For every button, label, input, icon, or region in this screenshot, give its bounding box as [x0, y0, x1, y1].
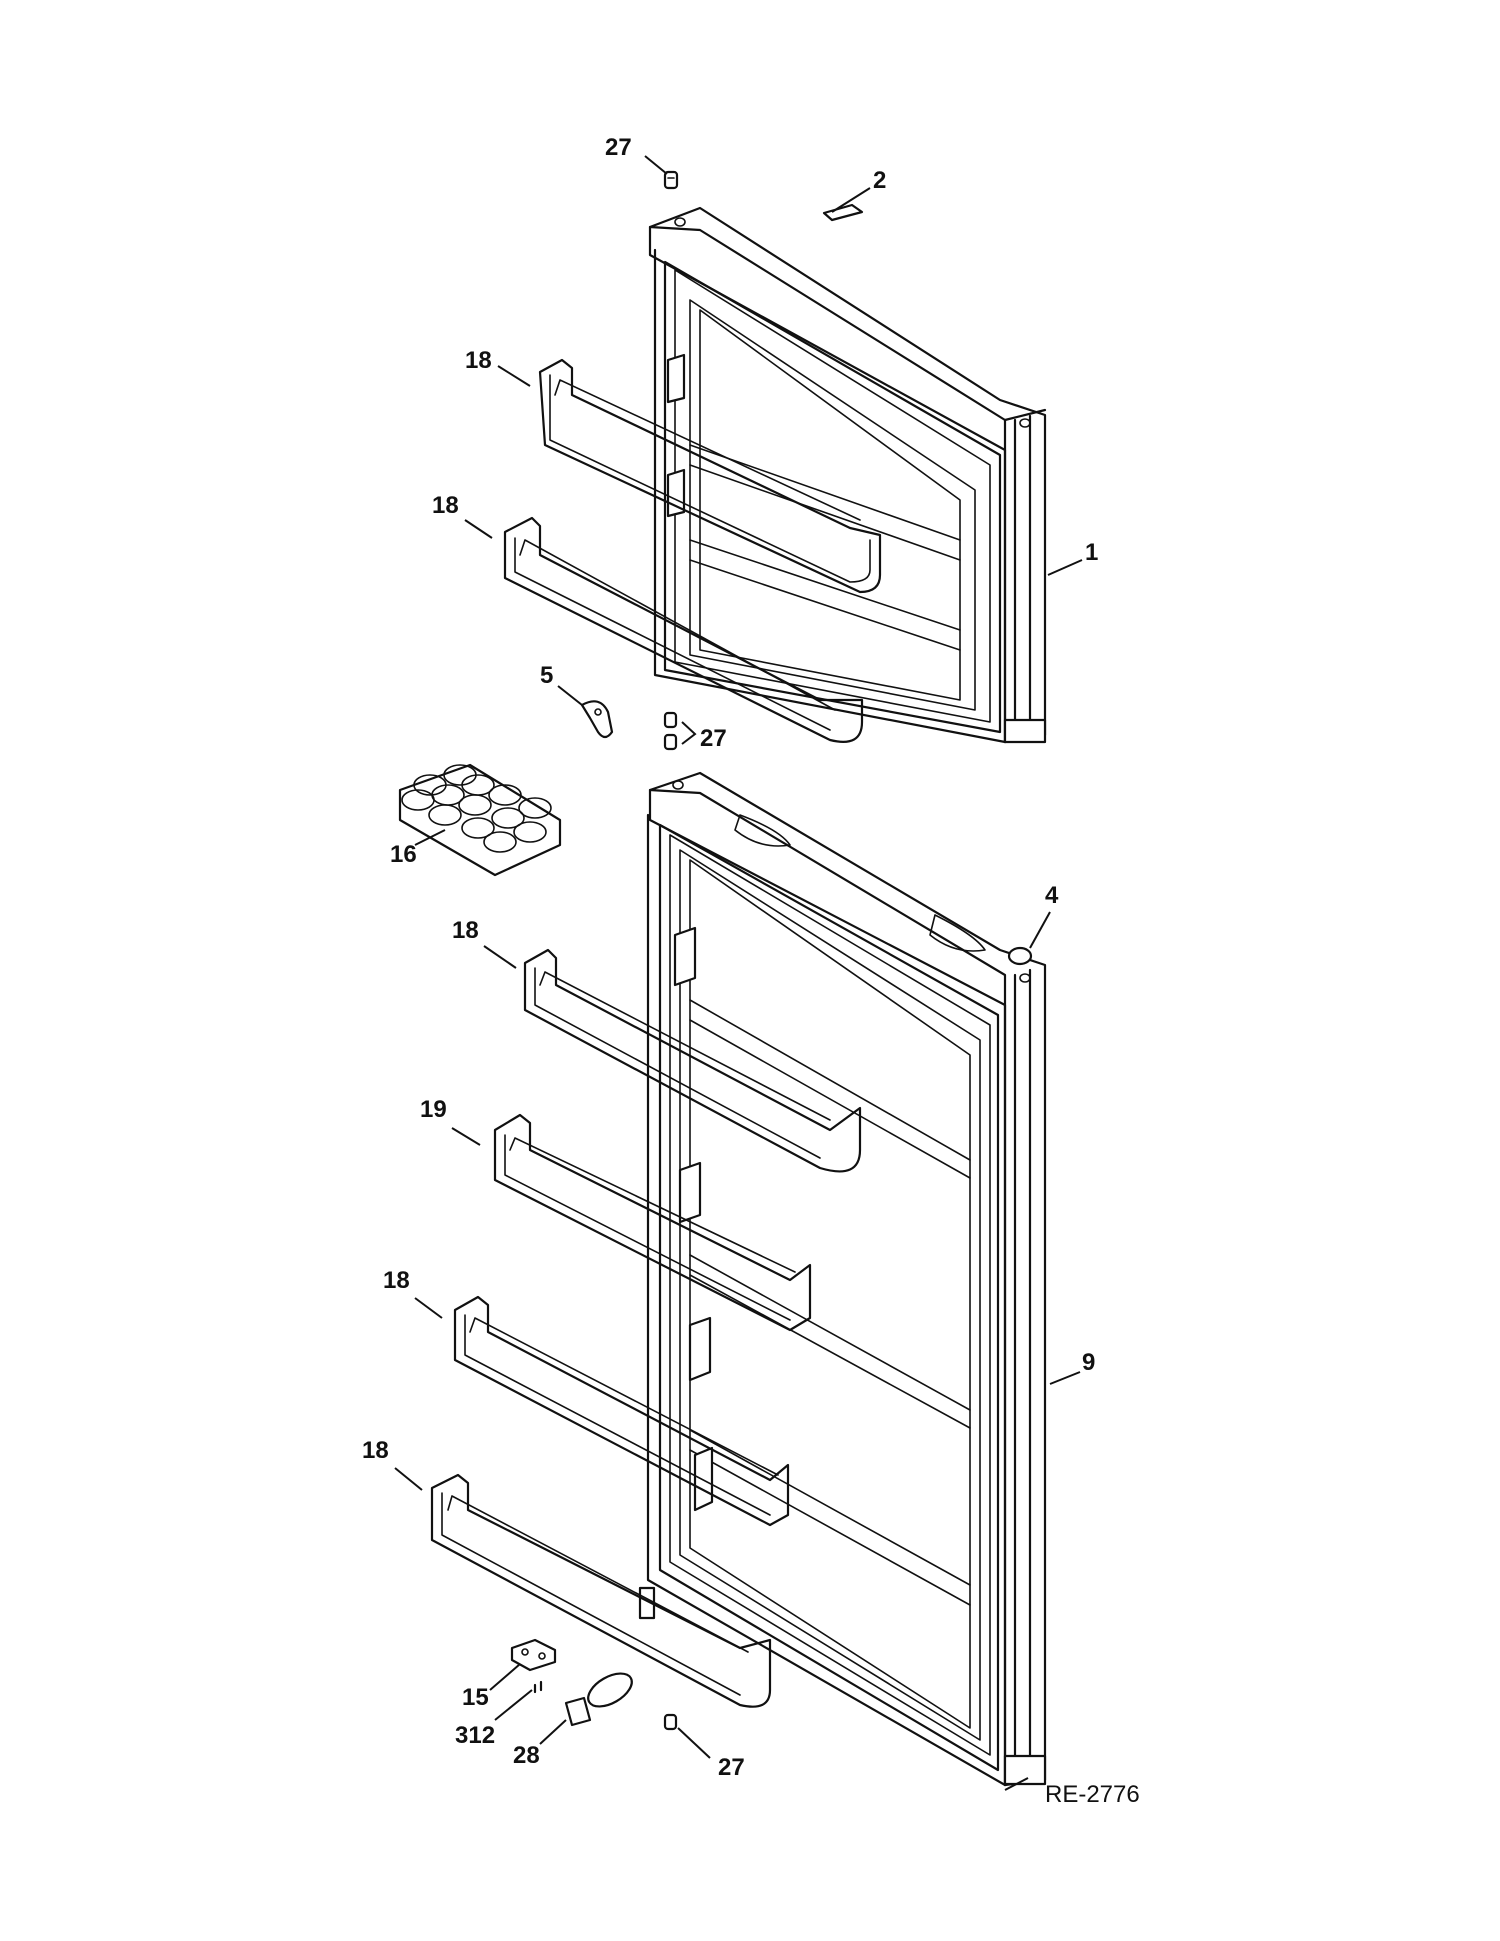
callout-19: 19	[420, 1096, 447, 1123]
callout-27-middle: 27	[700, 725, 727, 752]
callout-2: 2	[873, 167, 886, 194]
callout-16: 16	[390, 841, 417, 868]
callout-15: 15	[462, 1684, 489, 1711]
callout-18-d: 18	[383, 1267, 410, 1294]
freezer-door-part-1	[648, 206, 1047, 744]
callout-18-e: 18	[362, 1437, 389, 1464]
bracket-part-5	[580, 700, 614, 739]
callout-4: 4	[1045, 882, 1059, 909]
callout-9: 9	[1082, 1349, 1095, 1376]
door-shelf-19	[493, 1113, 812, 1332]
door-shelf-18-lower-2	[453, 1295, 790, 1527]
drawing-number: RE-2776	[1045, 1781, 1140, 1808]
door-shelf-18-lower-3	[430, 1473, 772, 1708]
callout-1: 1	[1085, 539, 1098, 566]
hinge-part-15	[510, 1638, 557, 1672]
screws-part-312	[533, 1680, 543, 1694]
plug-part-4	[1007, 946, 1033, 966]
callout-18-a: 18	[465, 347, 492, 374]
callout-18-c: 18	[452, 917, 479, 944]
small-parts-27-middle	[663, 711, 678, 751]
callout-5: 5	[540, 662, 553, 689]
callout-312: 312	[455, 1722, 495, 1749]
leader-lines	[394, 155, 1083, 1791]
callout-18-b: 18	[432, 492, 459, 519]
small-part-27-top	[663, 170, 679, 190]
egg-tray-part-16	[398, 763, 562, 877]
fresh-food-door-part-9	[638, 771, 1047, 1787]
callout-27-bottom: 27	[718, 1754, 745, 1781]
callout-labels: 27 2 18 18 1 5 27 16 4 18 19 18 9 18 15 …	[362, 134, 1140, 1808]
door-shelf-18-upper-2	[503, 516, 864, 743]
cover-part-28	[564, 1672, 633, 1727]
label-part-2	[822, 203, 864, 222]
callout-28: 28	[513, 1742, 540, 1769]
callout-27-top: 27	[605, 134, 632, 161]
door-shelf-18-lower-1	[523, 948, 862, 1173]
small-part-27-bottom	[663, 1713, 678, 1731]
door-shelf-18-upper-1	[538, 358, 882, 594]
